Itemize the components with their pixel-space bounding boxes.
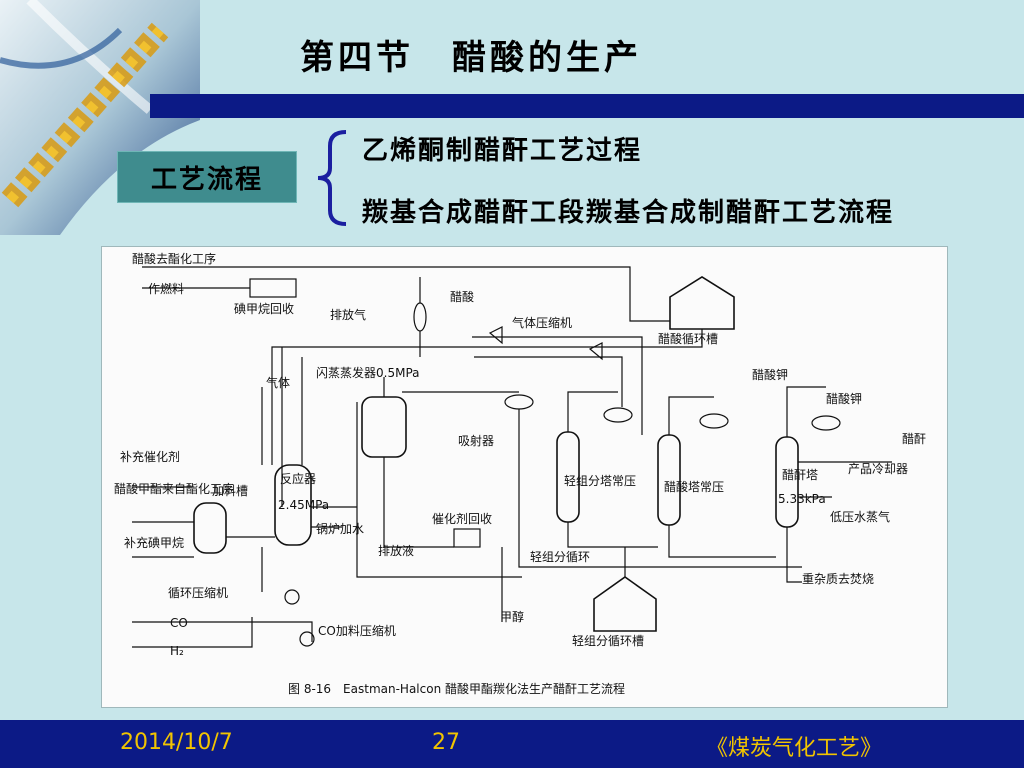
label-cusuanxunhuan: 醋酸循环槽	[658, 331, 718, 346]
label-fanyingqi: 反应器	[280, 471, 316, 486]
label-qingzufen: 轻组分塔常压	[564, 474, 636, 488]
drum-3	[699, 413, 729, 429]
label-chanpin: 产品冷却器	[848, 462, 908, 476]
label-shanzheng: 闪蒸蒸发器0.5MPa	[316, 365, 420, 380]
footer-date: 2014/10/7	[120, 730, 233, 755]
flash-evaporator	[361, 396, 407, 458]
label-cusuanjia: 醋酸钾	[752, 367, 788, 382]
label-diya: 低压水蒸气	[830, 509, 890, 524]
label-jiachun: 甲醇	[500, 609, 524, 624]
drum-1	[504, 394, 534, 410]
compressors	[284, 326, 603, 647]
label-cusuanjiazhi: 醋酸甲酯来自酯化工序	[114, 481, 234, 496]
label-dianjiawan: 碘甲烷回收	[234, 302, 294, 316]
label-paifangye: 排放液	[378, 543, 414, 558]
label-paifangqi: 排放气	[330, 307, 366, 322]
vessels	[193, 276, 841, 632]
label-xishe: 吸射器	[458, 433, 494, 448]
label-buchongdian: 补充碘甲烷	[124, 535, 184, 550]
label-zhongzazhi: 重杂质去焚烧	[802, 572, 874, 586]
label-qiti: 气体	[266, 375, 290, 390]
slide-title: 第四节 醋酸的生产	[300, 38, 642, 78]
left-brace-icon	[317, 130, 347, 226]
footer-book-title: 《煤炭气化工艺》	[706, 736, 883, 761]
anhydride-column	[775, 436, 799, 528]
label-qingxunhuan: 轻组分循环	[530, 550, 590, 564]
label-pressure-1: 2.45MPa	[278, 498, 329, 512]
header-band	[150, 94, 1024, 118]
label-cusuan: 醋酸	[450, 289, 474, 304]
label-h2: H₂	[170, 644, 184, 658]
label-pressure-2: 5.33kPa	[778, 492, 826, 506]
methyl-iodide-recovery-box	[249, 278, 297, 298]
label-guolu: 锅炉加水	[316, 521, 364, 536]
reactor-vessel	[274, 464, 312, 546]
label-cuihuahuishou: 催化剂回收	[432, 511, 492, 526]
process-label: 工艺流程	[117, 151, 297, 203]
footer-page-number: 27	[432, 730, 460, 755]
process-item-2: 羰基合成醋酐工段羰基合成制醋酐工艺流程	[362, 198, 895, 228]
label-cugan: 醋酐	[902, 431, 926, 446]
label-coyasuo: CO加料压缩机	[318, 623, 396, 638]
catalyst-recovery-box	[453, 528, 481, 548]
feed-tank	[193, 502, 227, 554]
label-xunhuanyasuo: 循环压缩机	[168, 585, 228, 600]
piping	[132, 266, 892, 648]
scrubber-drum	[413, 302, 427, 332]
process-item-1: 乙烯酮制醋酐工艺过程	[362, 136, 643, 166]
light-ends-recycle-tank	[593, 576, 657, 632]
label-zuoranliao: 作燃料	[148, 281, 184, 296]
figure-caption: 图 8-16 Eastman-Halcon 醋酸甲酯羰化法生产醋酐工艺流程	[288, 681, 625, 696]
course-logo	[0, 0, 200, 235]
label-cuganta: 醋酐塔	[782, 467, 818, 482]
label-jialiaocao: 加料槽	[212, 484, 248, 498]
label-buchongcuihua: 补充催化剂	[120, 449, 180, 464]
drum-2	[603, 407, 633, 423]
label-cusuan-quzhihua: 醋酸去酯化工序	[132, 251, 216, 266]
label-qingxunhuancao: 轻组分循环槽	[572, 634, 644, 648]
label-cusuanjia-2: 醋酸钾	[826, 391, 862, 406]
diagram-labels: 醋酸去酯化工序 作燃料 碘甲烷回收 排放气 醋酸 气体压缩机 醋酸循环槽 醋酸钾…	[114, 251, 926, 696]
acetic-acid-recycle-tank	[669, 276, 735, 330]
process-flow-diagram: 醋酸去酯化工序 作燃料 碘甲烷回收 排放气 醋酸 气体压缩机 醋酸循环槽 醋酸钾…	[101, 246, 948, 708]
footer-band	[0, 720, 1024, 768]
label-co: CO	[170, 616, 188, 630]
label-cusuanta: 醋酸塔常压	[664, 479, 724, 494]
drum-4	[811, 415, 841, 431]
label-qitiyasuo: 气体压缩机	[512, 315, 572, 330]
